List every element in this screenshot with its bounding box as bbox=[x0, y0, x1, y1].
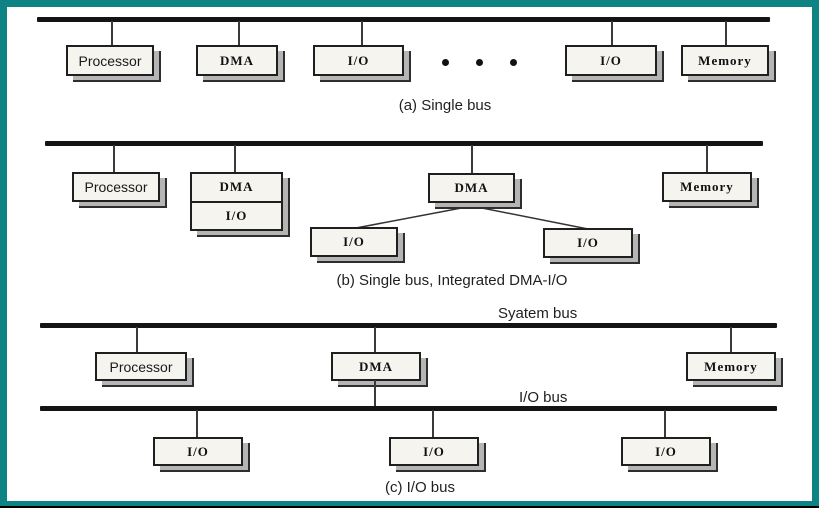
connector-a-dma bbox=[238, 21, 240, 46]
connector-a-io1 bbox=[361, 21, 363, 46]
box-label: DMA bbox=[454, 180, 489, 195]
caption-c: (c) I/O bus bbox=[384, 479, 455, 496]
box-label: Memory bbox=[680, 179, 734, 194]
box-io-left-b: I/O bbox=[310, 227, 398, 257]
box-processor-b: Processor bbox=[72, 172, 160, 202]
box-label: Memory bbox=[704, 358, 758, 374]
connector-c-dma-to-iobus bbox=[374, 380, 376, 407]
box-label: I/O bbox=[423, 443, 445, 459]
box-io2-c: I/O bbox=[389, 437, 479, 466]
dot-icon bbox=[476, 59, 483, 66]
connector-c-dma bbox=[374, 327, 376, 353]
box-label: Processor bbox=[78, 52, 142, 69]
box-dma-b: DMA bbox=[428, 173, 515, 203]
ellipsis-dots-icon bbox=[442, 59, 517, 66]
connector-b-dma bbox=[471, 145, 473, 173]
box-label: I/O bbox=[343, 234, 365, 249]
bus-line-a bbox=[37, 17, 770, 22]
box-label: I/O bbox=[225, 207, 248, 223]
box-label: I/O bbox=[600, 52, 622, 68]
box-label: I/O bbox=[577, 235, 599, 250]
system-bus-line-c bbox=[40, 323, 777, 328]
box-label: DMA bbox=[219, 52, 255, 68]
system-bus-label: Syatem bus bbox=[498, 305, 578, 322]
box-dma-a: DMA bbox=[196, 45, 278, 76]
box-memory-a: Memory bbox=[681, 45, 769, 76]
dot-icon bbox=[510, 59, 517, 66]
box-io2-a: I/O bbox=[565, 45, 657, 76]
connector-c-io2 bbox=[432, 410, 434, 437]
dot-icon bbox=[442, 59, 449, 66]
connector-a-io2 bbox=[611, 21, 613, 46]
bus-line-b bbox=[45, 141, 763, 146]
io-bus-label: I/O bus bbox=[519, 389, 568, 406]
box-label: DMA bbox=[358, 358, 394, 374]
caption-a: (a) Single bus bbox=[398, 97, 492, 114]
connector-c-io3 bbox=[664, 410, 666, 437]
box-label: Memory bbox=[698, 52, 752, 68]
box-io3-c: I/O bbox=[621, 437, 711, 466]
box-label: Processor bbox=[84, 179, 148, 195]
box-io1-c: I/O bbox=[153, 437, 243, 466]
connector-b-processor bbox=[113, 145, 115, 172]
box-memory-c: Memory bbox=[686, 352, 776, 381]
connector-c-memory bbox=[730, 327, 732, 353]
box-io-right-b: I/O bbox=[543, 228, 633, 258]
caption-b: (b) Single bus, Integrated DMA-I/O bbox=[336, 272, 568, 289]
box-dma-c: DMA bbox=[331, 352, 421, 381]
box-dma-io-stack-b: DMA I/O bbox=[190, 172, 283, 231]
box-memory-b: Memory bbox=[662, 172, 752, 202]
box-label: DMA bbox=[219, 179, 254, 195]
connector-a-memory bbox=[725, 21, 727, 46]
connector-c-io1 bbox=[196, 410, 198, 437]
connector-b-stack bbox=[234, 145, 236, 172]
connector-a-processor bbox=[111, 21, 113, 46]
box-label: I/O bbox=[347, 52, 370, 68]
stack-cell-io: I/O bbox=[192, 200, 281, 230]
connector-c-processor bbox=[136, 327, 138, 353]
box-processor-c: Processor bbox=[95, 352, 187, 381]
box-label: Processor bbox=[109, 358, 173, 375]
connector-b-memory bbox=[706, 145, 708, 172]
box-label: I/O bbox=[187, 443, 209, 459]
io-bus-line-c bbox=[40, 406, 777, 411]
box-label: I/O bbox=[655, 443, 677, 459]
box-io1-a: I/O bbox=[313, 45, 404, 76]
stack-cell-dma: DMA bbox=[192, 174, 281, 201]
box-processor-a: Processor bbox=[66, 45, 154, 76]
